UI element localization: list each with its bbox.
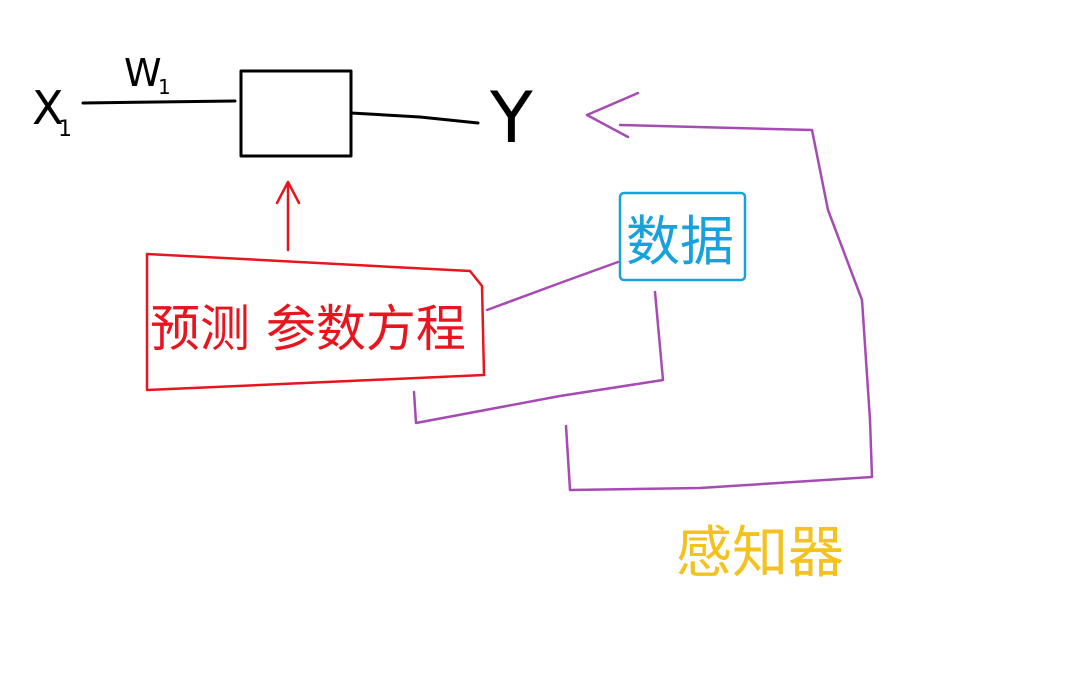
predict-box xyxy=(145,252,486,392)
data-label: 数据 xyxy=(626,210,734,273)
perceptron-loop-line xyxy=(564,123,874,492)
predict-label: 预测 参数方程 xyxy=(150,300,466,358)
model-box xyxy=(239,69,353,158)
predict-group xyxy=(145,180,486,392)
input-subscript: 1 xyxy=(58,117,72,142)
connection-lines xyxy=(412,91,874,492)
input-line xyxy=(81,99,237,105)
input-label: X xyxy=(32,81,64,135)
weight-label: W xyxy=(124,51,162,95)
perceptron-label: 感知器 xyxy=(676,521,844,586)
weight-subscript: 1 xyxy=(158,75,171,99)
output-label: Y xyxy=(489,77,533,159)
data-loop-line xyxy=(412,290,665,425)
output-feedback-arrow xyxy=(585,91,640,139)
data-box xyxy=(618,191,747,282)
up-arrow-head xyxy=(275,180,301,205)
model-path xyxy=(81,69,480,158)
output-line xyxy=(349,111,480,125)
predict-to-data-line xyxy=(485,260,620,312)
